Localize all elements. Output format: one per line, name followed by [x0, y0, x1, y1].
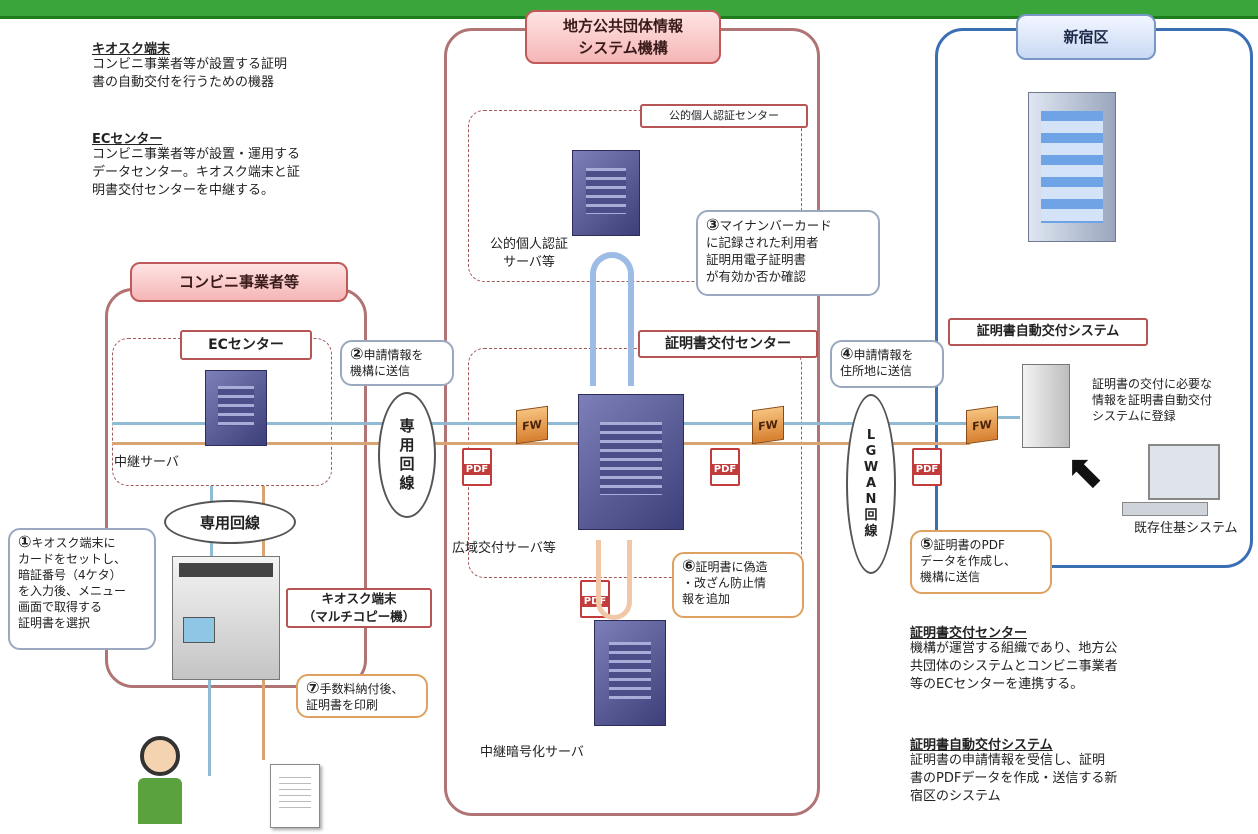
note-ec-title: ECセンター — [92, 132, 163, 147]
certificate-document-icon — [270, 764, 320, 828]
kiosk-machine-icon — [172, 556, 280, 680]
senyo-kaisen-vertical-oval: 専 用 回 線 — [378, 392, 436, 518]
auth-server-label: 公的個人認証 サーバ等 — [490, 237, 569, 270]
step-5-callout: ⑤証明書のPDF データを作成し、 機構に送信 — [910, 530, 1052, 594]
note-jidou-title: 証明書自動交付システム — [910, 738, 1053, 753]
jidou-system-title: 証明書自動交付システム — [948, 318, 1148, 346]
pdf-label: PDF — [464, 464, 490, 475]
step-4-callout: ④申請情報を 住所地に送信 — [830, 340, 944, 388]
relay-server-label: 中継サーバ — [114, 455, 179, 470]
pdf-label: PDF — [712, 464, 738, 475]
kizon-system-label: 既存住基システム — [1134, 521, 1238, 536]
encrypt-server-icon — [594, 620, 666, 726]
senyo-kaisen-oval: 専用回線 — [164, 500, 296, 544]
step-5-text: 証明書のPDF データを作成し、 機構に送信 — [920, 538, 1017, 584]
step-7-number: ⑦ — [306, 678, 320, 697]
step-4-text: 申請情報を 住所地に送信 — [840, 348, 914, 378]
note-kofu-title: 証明書交付センター — [910, 626, 1028, 641]
wide-area-server-icon — [578, 394, 684, 530]
note-kofu-desc: 機構が運営する組織であり、地方公 共団体のシステムとコンビニ事業者 等のECセン… — [910, 641, 1118, 692]
note-jidou-desc: 証明書の申請情報を受信し、証明 書のPDFデータを作成・送信する新 宿区のシステ… — [910, 753, 1118, 804]
step-6-number: ⑥ — [682, 556, 696, 575]
step-7-text: 手数料納付後、 証明書を印刷 — [306, 682, 404, 712]
kofu-center-title: 証明書交付センター — [638, 330, 818, 358]
pdf-label: PDF — [582, 596, 608, 607]
step-3-number: ③ — [706, 215, 720, 234]
koteki-center-title: 公的個人認証センター — [640, 104, 808, 128]
wide-area-server-label: 広域交付サーバ等 — [452, 541, 556, 556]
firewall-3: FW — [966, 405, 998, 445]
return-line — [112, 442, 970, 445]
jidou-desc-label: 証明書の交付に必要な 情報を証明書自動交付 システムに登録 — [1092, 377, 1213, 423]
firewall-2: FW — [752, 405, 784, 445]
ec-center-title: ECセンター — [180, 330, 312, 360]
step-1-text: キオスク端末に カードをセットし、 暗証番号（4ケタ） を入力後、メニュー 画面… — [18, 536, 127, 630]
keyboard-icon — [1122, 502, 1208, 516]
step-3-text: マイナンバーカード に記録された利用者 証明用電子証明書 が有効か否か確認 — [706, 218, 832, 284]
note-ec-desc: コンビニ事業者等が設置・運用する データセンター。キオスク端末と証 明書交付セン… — [92, 147, 301, 198]
lgwan-oval: L G W A N 回 線 — [846, 394, 896, 574]
region-konbini-title: コンビニ事業者等 — [130, 262, 348, 302]
koteki-center-area — [468, 110, 802, 282]
encrypt-server-label: 中継暗号化サーバ — [480, 745, 584, 760]
kizon-pc-icon — [1148, 444, 1220, 500]
step-5-number: ⑤ — [920, 534, 934, 553]
relay-server-icon — [205, 370, 267, 446]
user-person-icon — [134, 736, 190, 828]
step-2-callout: ②申請情報を 機構に送信 — [340, 340, 454, 386]
region-kiko-title: 地方公共団体情報 システム機構 — [525, 10, 721, 64]
step-6-callout: ⑥証明書に偽造 ・改ざん防止情 報を追加 — [672, 552, 804, 618]
step-2-number: ② — [350, 344, 364, 363]
step-6-text: 証明書に偽造 ・改ざん防止情 報を追加 — [682, 560, 768, 606]
pdf-icon: PDF — [462, 448, 492, 486]
pdf-icon: PDF — [580, 580, 610, 618]
step-1-callout: ①キオスク端末に カードをセットし、 暗証番号（4ケタ） を入力後、メニュー 画… — [8, 528, 156, 650]
print-line — [262, 680, 265, 760]
note-kiosk-title: キオスク端末 — [92, 42, 171, 57]
user-line — [208, 680, 211, 776]
auth-server-icon — [572, 150, 640, 236]
step-3-callout: ③マイナンバーカード に記録された利用者 証明用電子証明書 が有効か否か確認 — [696, 210, 880, 296]
pdf-icon: PDF — [912, 448, 942, 486]
firewall-1: FW — [516, 405, 548, 445]
step-1-number: ① — [18, 532, 32, 551]
auth-check-arrow — [590, 252, 634, 386]
step-2-text: 申請情報を 機構に送信 — [350, 348, 424, 378]
jidou-server-icon — [1022, 364, 1070, 448]
pdf-label: PDF — [914, 464, 940, 475]
note-kiosk-desc: コンビニ事業者等が設置する証明 書の自動交付を行うための機器 — [92, 57, 288, 90]
tamper-info-arrow — [596, 540, 632, 620]
pdf-icon: PDF — [710, 448, 740, 486]
step-7-callout: ⑦手数料納付後、 証明書を印刷 — [296, 674, 428, 718]
shinjuku-building-icon — [1028, 92, 1116, 242]
region-shinjuku-title: 新宿区 — [1016, 14, 1156, 60]
kiosk-title: キオスク端末 （マルチコピー機） — [286, 588, 432, 628]
step-4-number: ④ — [840, 344, 854, 363]
